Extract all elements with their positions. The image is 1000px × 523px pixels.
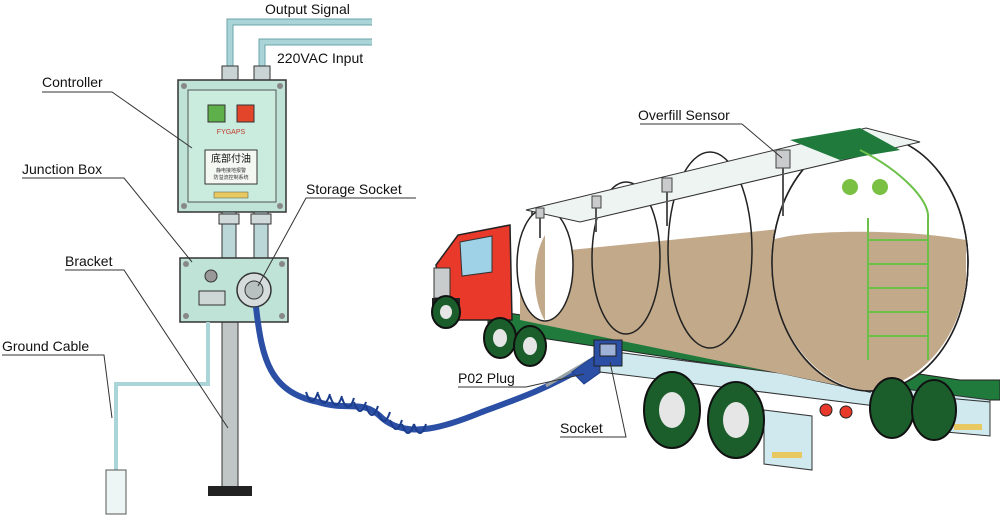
controller-brand: FYGAPS — [217, 129, 246, 136]
ground-cable — [114, 322, 210, 470]
junction-box-leader — [22, 177, 193, 263]
storage-socket-leader — [257, 197, 416, 287]
controller-line-2: 防溢流控制系统 — [213, 174, 248, 181]
bracket-label: Bracket — [65, 253, 113, 269]
ground-cable-leader — [2, 354, 113, 419]
coiled-cable — [253, 306, 584, 433]
output-signal-pipe — [227, 19, 372, 80]
junction-box — [179, 257, 289, 323]
truck-wheels — [431, 295, 957, 459]
controller-line-1: 静电接地报警 — [216, 167, 246, 174]
bracket-leader — [65, 269, 229, 429]
controller-label: Controller — [42, 74, 103, 90]
bracket-base — [208, 486, 252, 496]
ground-cable-label: Ground Cable — [2, 338, 90, 354]
tank — [516, 127, 969, 393]
storage-socket-label: Storage Socket — [306, 181, 402, 197]
tank-light-right — [872, 179, 888, 195]
tanker-truck — [431, 127, 1000, 471]
overfill-sensor-leader — [640, 123, 783, 159]
p02-plug-leader — [458, 373, 585, 388]
socket-label: Socket — [560, 420, 603, 436]
bracket-pole — [221, 321, 239, 489]
leader-lines — [2, 91, 783, 438]
tank-light-left — [842, 179, 858, 195]
ground-rod — [105, 469, 127, 515]
green-indicator — [207, 104, 226, 123]
overfill-sensors — [535, 149, 791, 238]
socket-leader — [560, 361, 627, 438]
p02-plug-label: P02 Plug — [458, 370, 515, 386]
junction-box-label: Junction Box — [22, 161, 103, 177]
controller-leader — [42, 91, 193, 149]
tank-ladder — [859, 149, 930, 360]
output-signal-label: Output Signal — [265, 1, 350, 17]
controller-title-cn: 底部付油 — [211, 152, 251, 165]
red-indicator — [236, 104, 255, 123]
input-220vac-label: 220VAC Input — [277, 50, 364, 66]
controller-box: FYGAPS 底部付油 静电接地报警 防溢流控制系统 — [177, 79, 287, 213]
overfill-sensor-label: Overfill Sensor — [638, 107, 730, 123]
